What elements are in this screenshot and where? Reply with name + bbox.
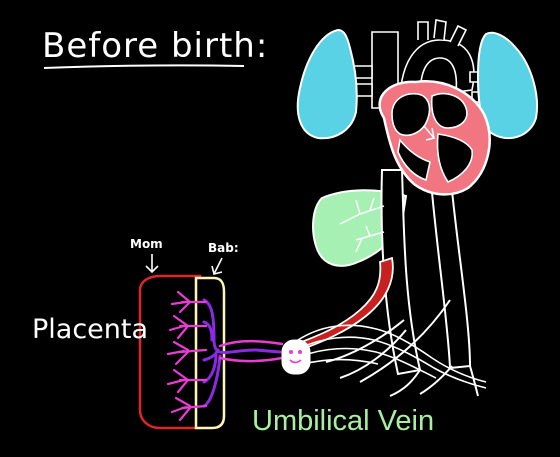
- iliac-branch-6: [419, 365, 453, 395]
- villus-5: [170, 396, 208, 422]
- smiley-body: [281, 339, 311, 375]
- left-ventricle: [436, 133, 473, 183]
- mom-label: Mom: [130, 237, 163, 251]
- title-underline: [43, 64, 245, 69]
- left-atrium: [430, 92, 468, 129]
- mom-arrow: [145, 254, 159, 274]
- smiley-mouth: [289, 359, 302, 364]
- umbilical-vein: [294, 256, 394, 352]
- title-group: Before birth:: [42, 26, 268, 69]
- descending-aorta: [428, 169, 472, 370]
- placenta-baby-side: [194, 276, 226, 430]
- placenta-label: Placenta: [32, 314, 148, 345]
- villus-1: [170, 290, 208, 314]
- right-ventricle: [397, 138, 431, 182]
- umbilical-cord: [297, 324, 487, 389]
- baby-arrow: [211, 257, 223, 275]
- villus-3: [166, 340, 208, 366]
- placenta: [138, 274, 284, 430]
- iliac-branch-4: [389, 369, 421, 397]
- right-lung: [476, 31, 538, 140]
- smiley-eye-left: [289, 350, 293, 354]
- left-lung: [296, 28, 358, 140]
- villus-4: [166, 368, 208, 394]
- villus-2: [168, 314, 208, 340]
- smiley-blood-cell: [281, 339, 311, 375]
- hepatic-veins: [339, 197, 385, 253]
- foramen-ovale-arrow: [423, 125, 436, 141]
- heart: [378, 80, 491, 196]
- baby-label: Bab:: [208, 241, 239, 255]
- umbilical-vein-label: Umbilical Vein: [252, 405, 434, 437]
- iliac-branch-5: [469, 365, 479, 397]
- fetal-vessels: [202, 298, 284, 408]
- iliac-branch-2: [339, 329, 407, 379]
- lungs: [296, 28, 538, 140]
- iliac-branch-3: [359, 299, 451, 383]
- chorionic-villi: [166, 290, 208, 422]
- right-atrium: [391, 92, 431, 136]
- title: Before birth:: [42, 26, 268, 66]
- smiley-eye-right: [298, 350, 302, 354]
